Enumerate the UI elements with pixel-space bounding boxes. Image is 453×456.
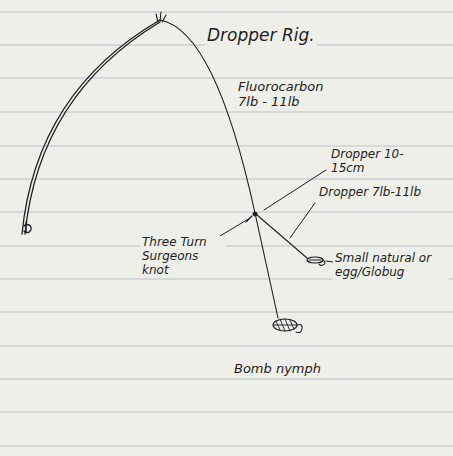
- fishing-rod: [22, 20, 160, 234]
- annotation-label: Dropper 10-15cm: [329, 148, 413, 176]
- bomb-nymph: [273, 319, 297, 331]
- fluorocarbon-line: [160, 20, 255, 213]
- nymph-hook: [296, 325, 302, 333]
- nymph-hatching: [274, 319, 296, 331]
- fishing-rod: [25, 22, 160, 234]
- diagram-title: Dropper Rig.: [205, 26, 317, 46]
- main-line: [255, 213, 278, 318]
- annotation-label: Fluorocarbon 7lb - 11lb: [236, 80, 340, 110]
- leader-line: [326, 261, 333, 262]
- annotation-label: Small natural or egg/Globug: [333, 252, 449, 280]
- leader-line: [290, 203, 315, 238]
- surgeons-knot: [253, 212, 257, 216]
- fly-hook: [309, 260, 325, 265]
- annotation-label: Dropper 7lb-11lb: [317, 186, 423, 200]
- reel: [24, 222, 31, 232]
- annotation-label: Three Turn Surgeons knot: [140, 236, 226, 277]
- annotation-label: Bomb nymph: [232, 362, 323, 377]
- leader-line: [220, 218, 250, 236]
- dropper-line: [257, 215, 307, 258]
- paper-ruling: [0, 12, 453, 446]
